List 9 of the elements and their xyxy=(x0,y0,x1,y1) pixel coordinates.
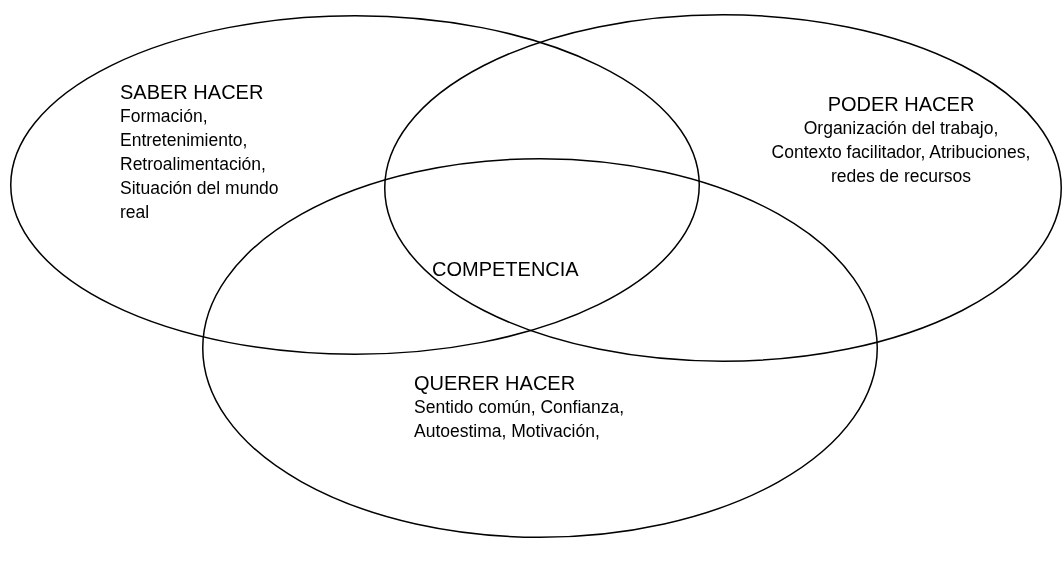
circle-description: Formación, Entretenimiento, Retroalimentación, Situación del mundo real xyxy=(120,105,280,224)
circle-heading: PODER HACER xyxy=(827,92,975,116)
circle-heading: QUERER HACER xyxy=(414,371,576,395)
venn-ellipse xyxy=(10,15,700,355)
circle-description: Sentido común, Confianza, Autoestima, Motivación, xyxy=(414,396,626,443)
center-label: COMPETENCIA xyxy=(432,258,579,281)
circle-description: Organización del trabajo, Contexto facilitador, Atribuciones, redes de recursos xyxy=(770,117,1032,188)
circle-heading: SABER HACER xyxy=(120,80,264,104)
venn-ellipse xyxy=(384,14,1062,362)
